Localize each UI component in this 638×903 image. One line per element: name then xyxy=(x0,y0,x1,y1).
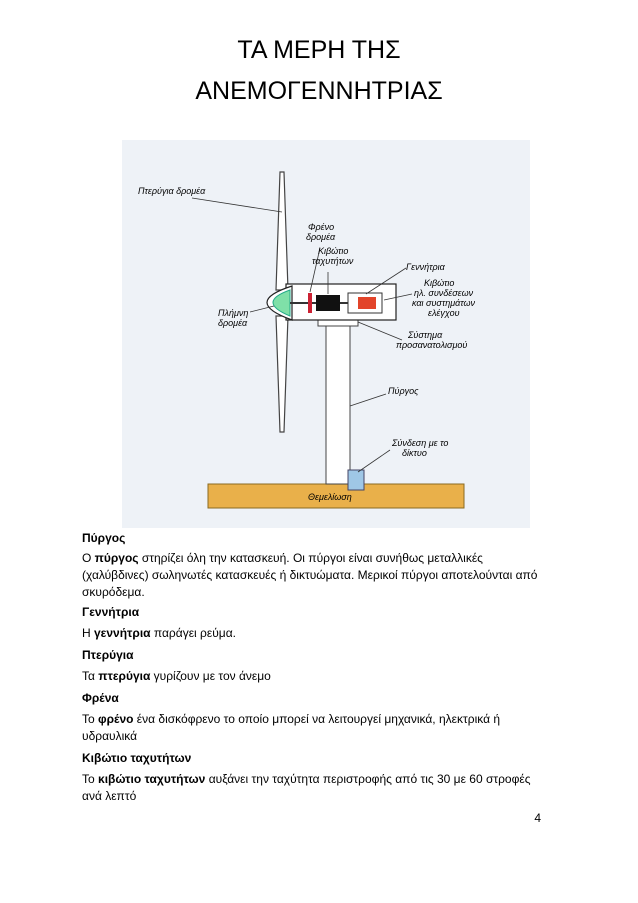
foundation-slab xyxy=(207,483,465,509)
section-post: παράγει ρεύμα. xyxy=(150,626,236,640)
hub xyxy=(272,289,291,317)
generator xyxy=(358,297,376,309)
label-hub-2: δρομέα xyxy=(218,318,248,328)
label-control-2: ηλ. συνδέσεων xyxy=(414,288,474,298)
page-number: 4 xyxy=(534,811,541,825)
section-post: γυρίζουν με τον άνεμο xyxy=(150,669,271,683)
wind-turbine-svg: Πτερύγια δρομέα Φρένο δρομέα Κιβώτιο ταχ… xyxy=(122,140,530,528)
section-post: ένα δισκόφρενο το οποίο μπορεί να λειτου… xyxy=(82,712,501,743)
section-heading-tower: Πύργος xyxy=(82,531,126,545)
leader-lines xyxy=(191,197,413,473)
page-title-line-1: ΤΑ ΜΕΡΗ ΤΗΣ xyxy=(237,36,401,64)
section-bold: φρένο xyxy=(98,712,134,726)
section-post: στηρίζει όλη την κατασκευή. Οι πύργοι εί… xyxy=(82,551,538,599)
section-pre: Το xyxy=(82,772,99,786)
label-yaw-2: προσανατολισμού xyxy=(396,340,467,350)
label-hub-1: Πλήμνη xyxy=(218,308,248,318)
page-title-line-2: ΑΝΕΜΟΓΕΝΝΗΤΡΙΑΣ xyxy=(195,77,443,105)
section-heading-blades: Πτερύγια xyxy=(82,648,134,662)
section-heading-gearbox: Κιβώτιο ταχυτήτων xyxy=(82,751,192,765)
section-post: αυξάνει την ταχύτητα περιστροφής από τις… xyxy=(82,772,531,803)
label-gearbox-2: ταχυτήτων xyxy=(312,256,354,266)
label-generator: Γεννήτρια xyxy=(406,262,446,272)
label-gearbox-1: Κιβώτιο xyxy=(318,246,348,256)
section-bold: πύργος xyxy=(94,551,139,565)
label-control-4: ελέγχου xyxy=(428,308,460,318)
section-text-gearbox: Το κιβώτιο ταχυτήτων αυξάνει την ταχύτητ… xyxy=(82,771,552,805)
label-blade: Πτερύγια δρομέα xyxy=(138,186,206,196)
label-control-3: και συστημάτων xyxy=(412,298,476,308)
section-text-brakes: Το φρένο ένα δισκόφρενο το οποίο μπορεί … xyxy=(82,711,552,745)
section-pre: Ο xyxy=(82,551,95,565)
grid-connection-box xyxy=(347,469,365,491)
label-foundation: Θεμελίωση xyxy=(308,492,352,502)
label-control-1: Κιβώτιο xyxy=(424,278,454,288)
brake xyxy=(308,293,312,313)
section-heading-generator: Γεννήτρια xyxy=(82,605,140,619)
label-grid-2: δίκτυο xyxy=(402,448,427,458)
label-yaw-1: Σύστημα xyxy=(407,330,443,340)
section-text-generator: Η γεννήτρια παράγει ρεύμα. xyxy=(82,625,552,642)
label-brake-2: δρομέα xyxy=(306,232,336,242)
section-heading-brakes: Φρένα xyxy=(82,691,119,705)
section-text-blades: Τα πτερύγια γυρίζουν με τον άνεμο xyxy=(82,668,552,685)
label-grid-1: Σύνδεση με το xyxy=(391,438,448,448)
gearbox xyxy=(316,295,340,311)
section-bold: κιβώτιο ταχυτήτων xyxy=(98,772,206,786)
section-text-tower: Ο πύργος στηρίζει όλη την κατασκευή. Οι … xyxy=(82,550,552,601)
label-brake-1: Φρένο xyxy=(308,222,334,232)
section-bold: γεννήτρια xyxy=(94,626,151,640)
label-tower: Πύργος xyxy=(388,386,419,396)
section-pre: Τα xyxy=(82,669,99,683)
wind-turbine-diagram: Πτερύγια δρομέα Φρένο δρομέα Κιβώτιο ταχ… xyxy=(122,140,530,528)
section-bold: πτερύγια xyxy=(98,669,151,683)
tower xyxy=(325,321,351,485)
section-pre: Το xyxy=(82,712,99,726)
section-pre: Η xyxy=(82,626,94,640)
